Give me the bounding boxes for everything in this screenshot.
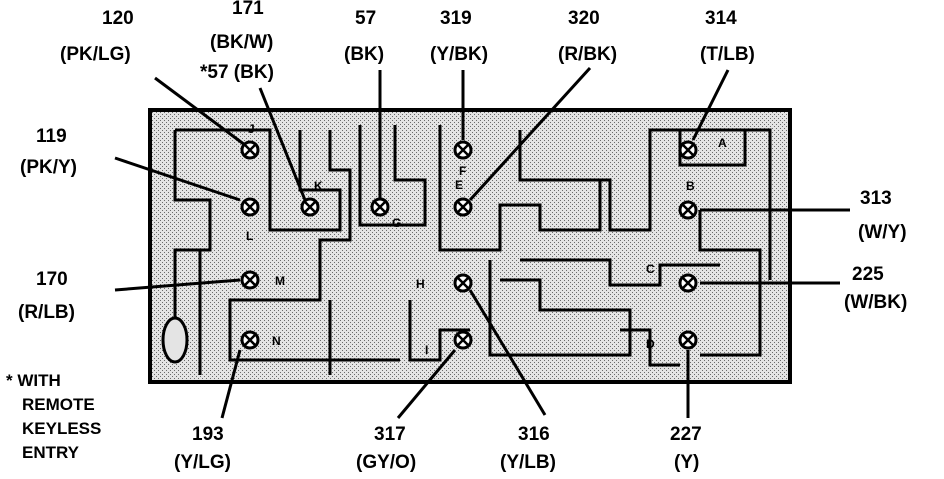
pin-letter-n: N — [272, 334, 281, 348]
circuit-number-e: 320 — [568, 8, 600, 29]
pin-letter-l: L — [246, 229, 253, 243]
circuit-number-g: 57 — [355, 8, 376, 29]
circuit-number-m: 170 — [36, 269, 68, 290]
wire-color-d: (Y) — [674, 452, 699, 473]
footnote-line-2: REMOTE — [22, 395, 95, 414]
key-slot — [161, 316, 189, 364]
pin-terminal-j — [240, 140, 260, 160]
footnote-line-1: * WITH — [6, 371, 61, 390]
pin-terminal-k — [300, 197, 320, 217]
pin-letter-a: A — [718, 136, 727, 150]
pin-letter-i: I — [425, 343, 428, 357]
wire-color-n: (Y/LG) — [174, 452, 231, 473]
wire-color-g: (BK) — [344, 44, 384, 65]
wire-color-a: (T/LB) — [700, 44, 755, 65]
circuit-number-n: 193 — [192, 424, 224, 445]
pin-terminal-h — [453, 273, 473, 293]
lead-lines — [114, 66, 850, 419]
pin-letter-k: K — [314, 179, 323, 193]
wire-color-m: (R/LB) — [18, 302, 75, 323]
pin-terminal-d — [678, 330, 698, 350]
pin-terminal-a — [678, 140, 698, 160]
pin-terminal-f — [453, 140, 473, 160]
footnote-line-3: KEYLESS — [22, 419, 101, 438]
pin-letter-c: C — [646, 262, 655, 276]
circuit-number-b: 313 — [860, 188, 892, 209]
alt-circuit-k: *57 (BK) — [200, 62, 274, 83]
wire-color-l: (PK/Y) — [20, 157, 77, 178]
pin-letter-b: B — [686, 179, 695, 193]
pin-letter-f: F — [459, 164, 466, 178]
wire-color-k: (BK/W) — [210, 32, 273, 53]
circuit-number-f: 319 — [440, 8, 472, 29]
wire-color-h: (Y/LB) — [500, 452, 556, 473]
footnote-line-4: ENTRY — [22, 443, 80, 462]
pin-letter-e: E — [455, 178, 463, 192]
pin-terminal-c — [678, 273, 698, 293]
wire-color-b: (W/Y) — [858, 222, 907, 243]
circuit-number-k: 171 — [232, 0, 264, 19]
pin-terminal-g — [370, 197, 390, 217]
pin-terminal-i — [453, 330, 473, 350]
wire-color-c: (W/BK) — [844, 292, 907, 313]
pin-terminal-l — [240, 197, 260, 217]
wire-color-f: (Y/BK) — [430, 44, 488, 65]
pin-letter-h: H — [416, 277, 425, 291]
pin-terminal-n — [240, 330, 260, 350]
pin-terminal-b — [678, 200, 698, 220]
pin-letter-g: G — [392, 216, 401, 230]
circuit-number-i: 317 — [374, 424, 406, 445]
pin-letter-j: J — [248, 122, 255, 136]
wire-color-i: (GY/O) — [356, 452, 416, 473]
pin-terminal-m — [240, 270, 260, 290]
circuit-number-d: 227 — [670, 424, 702, 445]
circuit-number-l: 119 — [36, 126, 67, 147]
circuit-number-a: 314 — [705, 8, 737, 29]
wire-color-e: (R/BK) — [558, 44, 617, 65]
wire-color-j: (PK/LG) — [60, 44, 131, 65]
pin-letter-m: M — [275, 274, 285, 288]
pin-terminal-e — [453, 197, 473, 217]
pin-letter-d: D — [646, 337, 655, 351]
circuit-number-j: 120 — [102, 8, 134, 29]
circuit-number-h: 316 — [518, 424, 550, 445]
circuit-number-c: 225 — [852, 264, 884, 285]
